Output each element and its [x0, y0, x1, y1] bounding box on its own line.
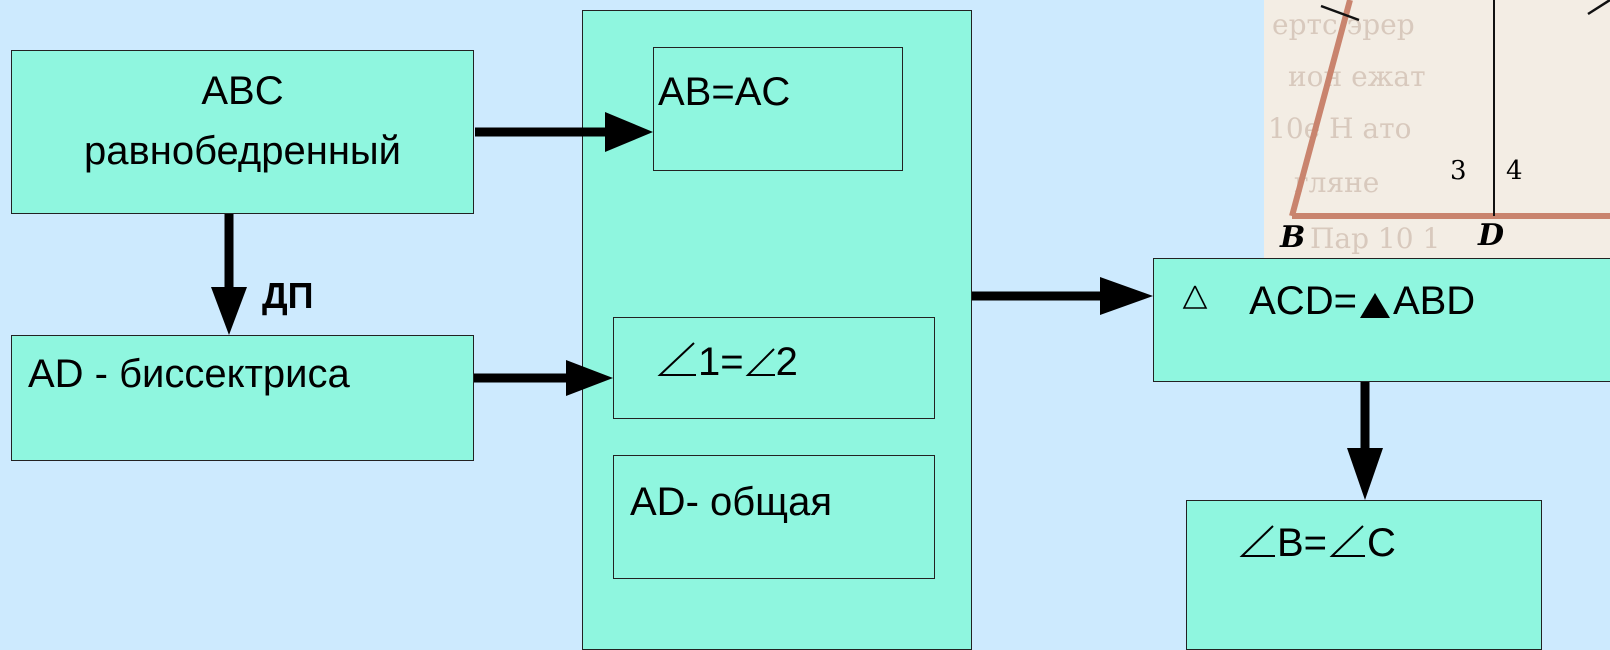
triangle-drawing: [1289, 0, 1610, 219]
arrow-label-dp: ДП: [262, 275, 314, 316]
box-ab-eq-ac: AB=AC: [653, 47, 903, 171]
ad-common-label: AD- общая: [630, 480, 832, 524]
triangle-figure: ертс эрер ион ежат 10е Н ато гляне Пар 1…: [1264, 0, 1610, 262]
acd-text: ACD=: [1249, 279, 1357, 323]
angle-1-text: 1=: [698, 340, 744, 384]
angle-1-eq-2-label: 1= 2: [654, 338, 798, 386]
angle-icon: [657, 342, 696, 376]
abd-text: ABD: [1392, 279, 1476, 323]
box-angle-1-eq-2: 1= 2: [613, 317, 935, 419]
faded-text-bg: 10е Н ато: [1268, 112, 1412, 145]
box-ad-common: AD- общая: [613, 455, 935, 579]
angle-2-text: 2: [775, 340, 798, 384]
box-triangles-equal: ACD= ABD: [1153, 258, 1610, 382]
angle-icon: [1329, 525, 1366, 557]
triangle-icon: [1359, 293, 1390, 318]
box-angle-b-eq-c: B= C: [1186, 500, 1542, 650]
ab-eq-ac-label: AB=AC: [658, 70, 791, 114]
angle-b-eq-c-label: B= C: [1237, 519, 1396, 567]
angle-3-label: 3: [1450, 156, 1467, 186]
isosceles-label: равнобедренный: [83, 129, 401, 173]
box-abc-isosceles: ABC равнобедренный: [11, 50, 474, 214]
ad-bisector-label: AD - биссектриса: [28, 352, 350, 396]
triangle-icon: [1182, 285, 1208, 309]
box-ad-bisector: AD - биссектриса: [11, 335, 474, 461]
angle-c-text: C: [1367, 521, 1396, 565]
vertex-d-label: D: [1478, 218, 1505, 253]
arrow-conditions-to-triangles: [972, 277, 1153, 315]
angle-b-text: B=: [1277, 521, 1328, 565]
angle-icon: [1239, 525, 1275, 557]
arrow-triangles-to-angles: [1347, 382, 1383, 500]
triangles-equal-label: ACD= ABD: [1180, 277, 1475, 325]
faded-text-bg: Пар 10 1: [1310, 222, 1441, 255]
angle-4-label: 4: [1506, 156, 1523, 186]
faded-text-bg: ион ежат: [1288, 60, 1426, 93]
vertex-b-label: B: [1280, 220, 1306, 255]
angle-icon: [745, 348, 775, 376]
arrow-bisector-to-angles: [474, 360, 613, 396]
faded-text-bg: гляне: [1294, 166, 1380, 199]
arrow-abc-to-abeqac: [475, 112, 653, 152]
abc-title: ABC: [201, 69, 284, 113]
arrow-abc-to-bisector: [211, 214, 247, 335]
